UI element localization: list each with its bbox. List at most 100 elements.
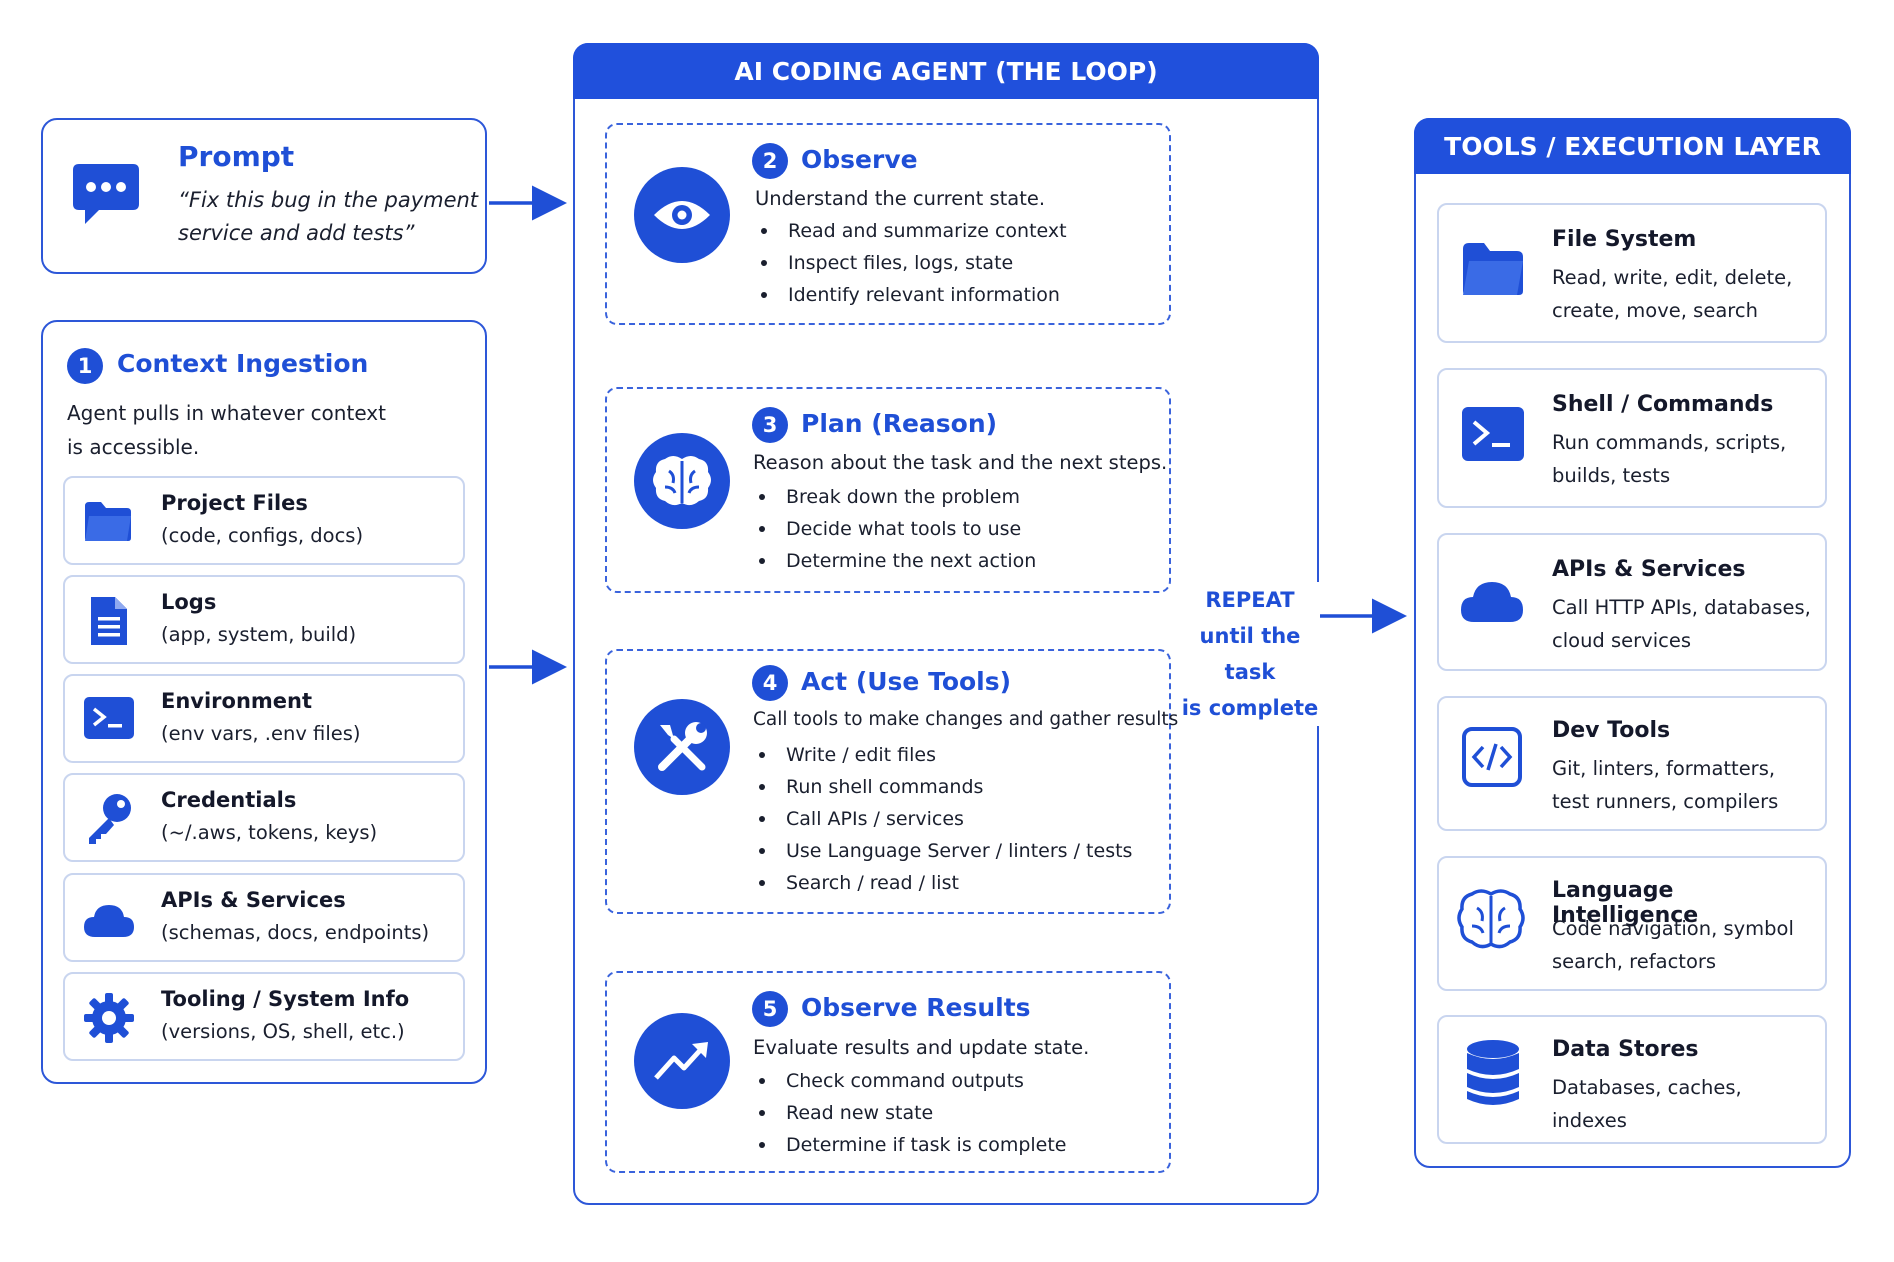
tool-desc-line1: Code navigation, symbol bbox=[1552, 917, 1794, 940]
step-title: Observe Results bbox=[801, 993, 1031, 1022]
repeat-line: REPEAT bbox=[1205, 588, 1295, 612]
bullet-item: Run shell commands bbox=[753, 771, 1132, 803]
gear-icon bbox=[83, 992, 135, 1048]
repeat-line: is complete bbox=[1181, 696, 1319, 720]
prompt-title: Prompt bbox=[178, 140, 295, 173]
tool-dev-tools: Dev Tools Git, linters, formatters, test… bbox=[1437, 696, 1827, 831]
folder-icon bbox=[1461, 239, 1525, 301]
context-item-sub: (schemas, docs, endpoints) bbox=[161, 921, 430, 944]
step-number-badge: 5 bbox=[752, 991, 788, 1027]
code-icon bbox=[1461, 726, 1523, 792]
bullet-item: Inspect files, logs, state bbox=[755, 247, 1067, 279]
step-number-badge: 1 bbox=[67, 348, 103, 384]
tool-desc-line2: create, move, search bbox=[1552, 299, 1758, 322]
context-item-tooling: Tooling / System Info (versions, OS, she… bbox=[63, 972, 465, 1061]
cloud-icon bbox=[1457, 575, 1527, 629]
step-number-badge: 4 bbox=[752, 665, 788, 701]
context-item-sub: (code, configs, docs) bbox=[161, 524, 364, 547]
context-item-project-files: Project Files (code, configs, docs) bbox=[63, 476, 465, 565]
step-bullets: Break down the problem Decide what tools… bbox=[753, 481, 1036, 577]
tool-title: APIs & Services bbox=[1552, 557, 1746, 582]
context-item-credentials: Credentials (~/.aws, tokens, keys) bbox=[63, 773, 465, 862]
tool-title: Data Stores bbox=[1552, 1037, 1699, 1062]
tool-desc-line1: Read, write, edit, delete, bbox=[1552, 266, 1793, 289]
step-number-badge: 2 bbox=[752, 143, 788, 179]
context-item-sub: (app, system, build) bbox=[161, 623, 357, 646]
eye-icon bbox=[634, 167, 730, 263]
tool-desc-line2: test runners, compilers bbox=[1552, 790, 1779, 813]
bullet-item: Identify relevant information bbox=[755, 279, 1067, 311]
prompt-quote-line2: service and add tests” bbox=[178, 221, 415, 245]
bullet-item: Read new state bbox=[753, 1097, 1067, 1129]
chat-bubble-icon bbox=[69, 158, 143, 236]
bullet-item: Search / read / list bbox=[753, 867, 1132, 899]
key-icon bbox=[83, 791, 135, 851]
tool-desc-line2: indexes bbox=[1552, 1109, 1627, 1132]
step-observe-results: 5 Observe Results Evaluate results and u… bbox=[605, 971, 1171, 1173]
loop-header: AI CODING AGENT (THE LOOP) bbox=[573, 43, 1319, 99]
context-item-title: APIs & Services bbox=[161, 888, 346, 912]
tool-language-intelligence: Language Intelligence Code navigation, s… bbox=[1437, 856, 1827, 991]
step-desc: Understand the current state. bbox=[755, 187, 1046, 210]
tool-desc-line1: Databases, caches, bbox=[1552, 1076, 1742, 1099]
bullet-item: Use Language Server / linters / tests bbox=[753, 835, 1132, 867]
tool-desc-line2: search, refactors bbox=[1552, 950, 1717, 973]
tool-title: Language Intelligence bbox=[1552, 878, 1699, 928]
tool-desc-line1: Git, linters, formatters, bbox=[1552, 757, 1776, 780]
folder-icon bbox=[83, 498, 133, 548]
step-desc: Call tools to make changes and gather re… bbox=[753, 709, 1185, 730]
bullet-item: Determine the next action bbox=[753, 545, 1036, 577]
context-item-logs: Logs (app, system, build) bbox=[63, 575, 465, 664]
tools-header: TOOLS / EXECUTION LAYER bbox=[1414, 118, 1851, 174]
tool-file-system: File System Read, write, edit, delete, c… bbox=[1437, 203, 1827, 343]
document-icon bbox=[89, 595, 129, 651]
context-item-apis: APIs & Services (schemas, docs, endpoint… bbox=[63, 873, 465, 962]
step-title: Observe bbox=[801, 145, 918, 174]
context-item-sub: (~/.aws, tokens, keys) bbox=[161, 821, 378, 844]
trend-up-icon bbox=[634, 1013, 730, 1109]
tool-desc-line2: cloud services bbox=[1552, 629, 1692, 652]
context-item-title: Credentials bbox=[161, 788, 297, 812]
tool-desc-line1: Call HTTP APIs, databases, bbox=[1552, 596, 1811, 619]
step-act: 4 Act (Use Tools) Call tools to make cha… bbox=[605, 649, 1184, 914]
repeat-label: REPEAT until the task is complete bbox=[1180, 582, 1320, 726]
context-item-environment: Environment (env vars, .env files) bbox=[63, 674, 465, 763]
context-item-title: Project Files bbox=[161, 491, 308, 515]
database-icon bbox=[1465, 1039, 1521, 1113]
tool-desc-line1: Run commands, scripts, bbox=[1552, 431, 1787, 454]
step-bullets: Check command outputs Read new state Det… bbox=[753, 1065, 1067, 1161]
bullet-item: Break down the problem bbox=[753, 481, 1036, 513]
context-item-sub: (env vars, .env files) bbox=[161, 722, 361, 745]
context-item-title: Tooling / System Info bbox=[161, 987, 410, 1011]
bullet-item: Determine if task is complete bbox=[753, 1129, 1067, 1161]
tools-icon bbox=[634, 699, 730, 795]
tool-apis: APIs & Services Call HTTP APIs, database… bbox=[1437, 533, 1827, 671]
context-item-sub: (versions, OS, shell, etc.) bbox=[161, 1020, 405, 1043]
step-plan: 3 Plan (Reason) Reason about the task an… bbox=[605, 387, 1171, 593]
step-desc: Reason about the task and the next steps… bbox=[753, 451, 1168, 474]
bullet-item: Check command outputs bbox=[753, 1065, 1067, 1097]
context-desc-line1: Agent pulls in whatever context bbox=[67, 401, 386, 425]
bullet-item: Read and summarize context bbox=[755, 215, 1067, 247]
prompt-panel: Prompt “Fix this bug in the payment serv… bbox=[41, 118, 487, 274]
bullet-item: Call APIs / services bbox=[753, 803, 1132, 835]
step-desc: Evaluate results and update state. bbox=[753, 1036, 1090, 1059]
bullet-item: Write / edit files bbox=[753, 739, 1132, 771]
step-title: Plan (Reason) bbox=[801, 409, 998, 438]
step-bullets: Read and summarize context Inspect files… bbox=[755, 215, 1067, 311]
step-number-badge: 3 bbox=[752, 407, 788, 443]
tool-shell: Shell / Commands Run commands, scripts, … bbox=[1437, 368, 1827, 508]
tool-title: File System bbox=[1552, 227, 1697, 252]
context-item-title: Environment bbox=[161, 689, 313, 713]
context-title: Context Ingestion bbox=[117, 349, 369, 378]
context-desc-line2: is accessible. bbox=[67, 435, 200, 459]
step-observe: 2 Observe Understand the current state. … bbox=[605, 123, 1171, 325]
tool-desc-line2: builds, tests bbox=[1552, 464, 1671, 487]
tool-title: Dev Tools bbox=[1552, 718, 1671, 743]
step-title: Act (Use Tools) bbox=[801, 667, 1012, 696]
bullet-item: Decide what tools to use bbox=[753, 513, 1036, 545]
brain-icon bbox=[1457, 888, 1525, 956]
context-item-title: Logs bbox=[161, 590, 217, 614]
terminal-icon bbox=[1461, 406, 1525, 466]
terminal-icon bbox=[83, 696, 135, 744]
